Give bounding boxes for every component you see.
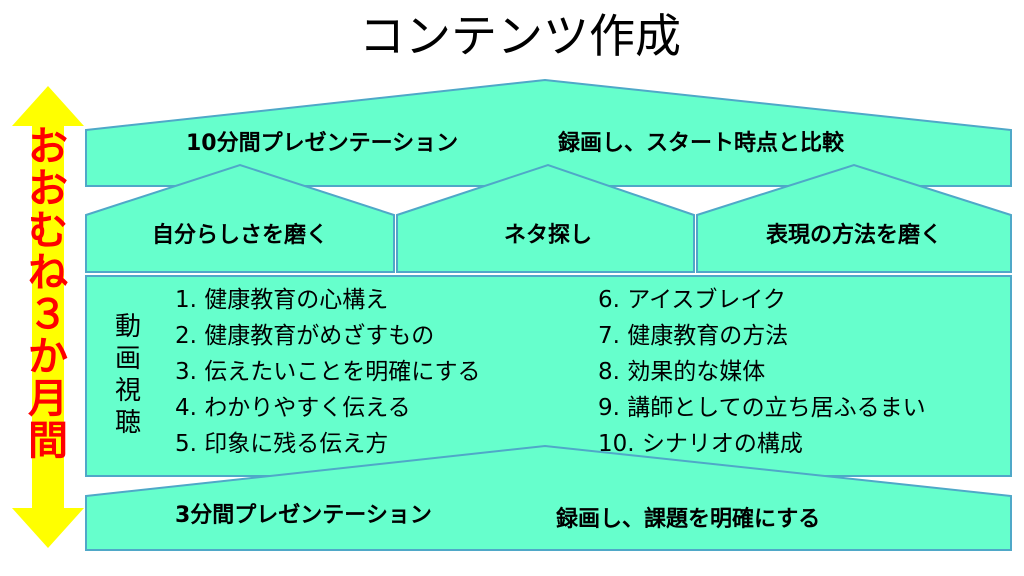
duration-label-char: お [28, 124, 68, 170]
video-item: 7. 健康教育の方法 [598, 323, 788, 349]
video-label-char: 聴 [115, 408, 141, 438]
video-item: 8. 効果的な媒体 [598, 359, 765, 385]
pillar-topic-label: ネタ探し [504, 222, 592, 248]
duration-label-char: ね [28, 250, 68, 296]
bottom-banner-shape [85, 444, 1012, 551]
video-item: 6. アイスブレイク [598, 287, 786, 313]
pillar-expression-shape [696, 163, 1012, 273]
pillar-self-label: 自分らしさを磨く [152, 222, 328, 248]
video-content-box [85, 275, 1012, 477]
video-item: 2. 健康教育がめざすもの [175, 322, 434, 349]
duration-label-char: む [28, 208, 68, 254]
duration-label-char: 間 [28, 418, 68, 464]
duration-label-char: か [28, 334, 68, 380]
bottom-banner-left-label: 3分間プレゼンテーション [175, 503, 432, 528]
top-banner-right-label: 録画し、スタート時点と比較 [558, 130, 845, 156]
video-item: 3. 伝えたいことを明確にする [175, 359, 481, 385]
pillar-expression-label: 表現の方法を磨く [766, 222, 942, 248]
video-item: 1. 健康教育の心構え [175, 287, 388, 313]
bottom-banner-right-label: 録画し、課題を明確にする [556, 506, 820, 532]
video-item: 9. 講師としての立ち居ふるまい [598, 395, 926, 421]
pillar-self-shape [85, 163, 395, 273]
duration-label-char: ３ [28, 292, 68, 338]
video-item: 10. シナリオの構成 [598, 431, 803, 457]
duration-label-char: お [28, 166, 68, 212]
video-label-char: 視 [115, 376, 141, 406]
top-banner-shape [85, 78, 1012, 187]
duration-label-char: 月 [28, 376, 68, 422]
video-item: 5. 印象に残る伝え方 [175, 431, 388, 457]
page-title: コンテンツ作成 [359, 9, 681, 63]
pillar-topic-shape [396, 163, 695, 273]
video-item: 4. わかりやすく伝える [175, 395, 411, 421]
video-label-char: 動 [115, 312, 141, 342]
duration-double-arrow [12, 86, 84, 548]
video-label-char: 画 [115, 344, 141, 374]
top-banner-left-label: 10分間プレゼンテーション [186, 131, 458, 156]
